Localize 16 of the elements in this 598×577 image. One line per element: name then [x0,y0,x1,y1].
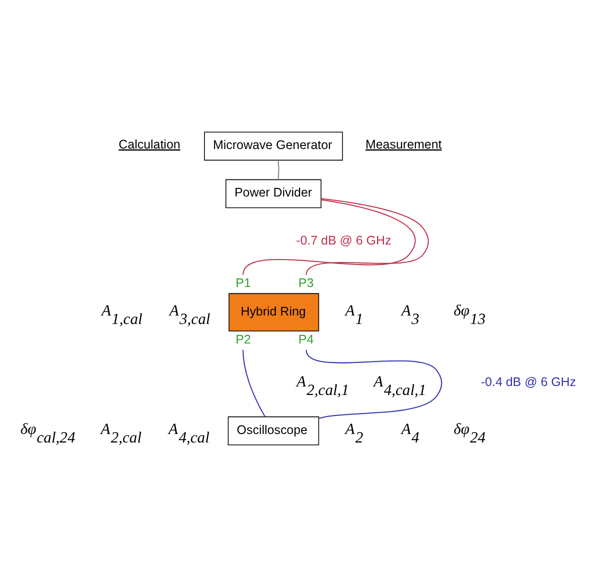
node-box: Oscilloscope [228,416,320,446]
label: Calculation [118,137,180,152]
connector [278,160,280,180]
connector [306,198,429,276]
node-box: Power Divider [226,179,322,208]
node-label: P4 [298,332,314,346]
label: -0.4 dB @ 6 GHz [480,375,576,390]
connector [306,350,442,419]
connector [242,199,416,276]
label: Measurement [365,137,442,152]
connector [242,350,266,417]
node-box: Microwave Generator [204,132,343,161]
node-label: P3 [298,276,314,290]
label: -0.7 dB @ 6 GHz [296,233,392,248]
node-label: P2 [236,332,251,346]
node-label: P1 [236,276,251,290]
